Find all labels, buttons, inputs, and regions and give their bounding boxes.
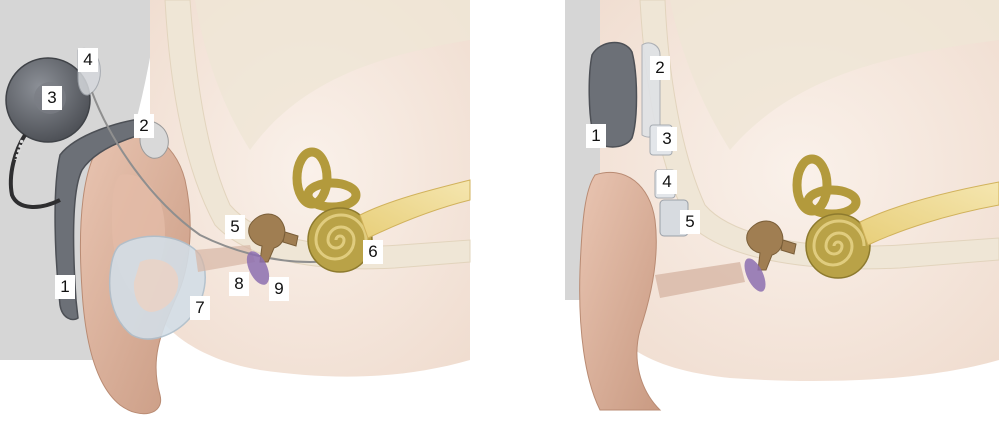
left-label-7: 7 <box>190 296 210 320</box>
left-label-6: 6 <box>363 240 383 264</box>
left-label-5: 5 <box>225 215 245 239</box>
right-label-5: 5 <box>680 210 700 234</box>
left-panel <box>0 0 470 414</box>
left-label-8: 8 <box>229 272 249 296</box>
right-label-1: 1 <box>586 124 606 148</box>
right-label-4: 4 <box>657 170 677 194</box>
left-label-4: 4 <box>78 48 98 72</box>
left-label-2: 2 <box>134 114 154 138</box>
left-label-1: 1 <box>55 275 75 299</box>
outer-ear-right <box>580 172 660 410</box>
left-label-9: 9 <box>269 277 289 301</box>
right-label-3: 3 <box>657 127 677 151</box>
right-label-2: 2 <box>650 56 670 80</box>
right-panel <box>565 0 999 410</box>
left-label-3: 3 <box>42 86 62 110</box>
